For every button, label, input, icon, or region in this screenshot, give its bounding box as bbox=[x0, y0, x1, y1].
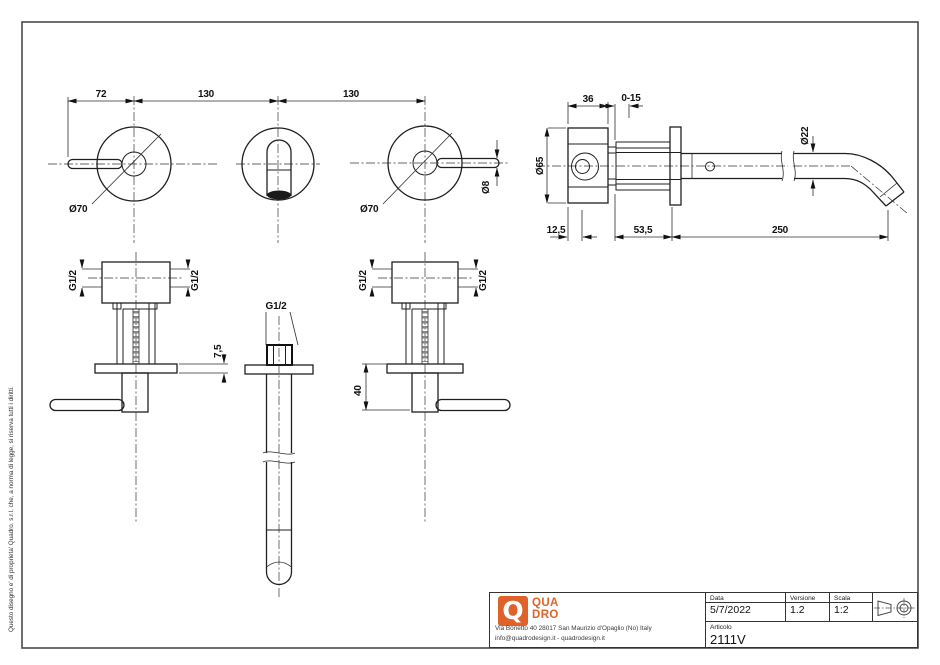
articolo-cell: Articolo 2111V bbox=[706, 622, 917, 647]
versione-label: Versione bbox=[786, 593, 829, 603]
valve-body-side bbox=[567, 127, 609, 204]
right-rosette bbox=[387, 125, 463, 201]
scala-value: 1:2 bbox=[834, 604, 849, 616]
address-line2: info@quadrodesign.it - quadrodesign.it bbox=[495, 635, 605, 643]
address-line1: Via Bonetto 40 28017 San Maurizio d'Opag… bbox=[495, 625, 652, 633]
articolo-label: Articolo bbox=[710, 624, 732, 631]
handle-hub bbox=[411, 372, 439, 413]
lever-rod bbox=[435, 398, 511, 412]
data-cell: Data 5/7/2022 bbox=[706, 593, 786, 621]
copyright-note: Questo disegno e' di proprieta' Quadro. … bbox=[8, 386, 15, 632]
logo-line2: DRO bbox=[532, 609, 559, 622]
valve-bottom-left-view: G1/2 G1/2 7,5 bbox=[49, 252, 228, 524]
dim-40: 40 bbox=[353, 385, 364, 396]
company-address: Via Bonetto 40 28017 San Maurizio d'Opag… bbox=[495, 624, 652, 644]
dim-130-b: 130 bbox=[343, 89, 360, 100]
set-screw bbox=[705, 161, 715, 172]
g12-label: G1/2 bbox=[68, 269, 79, 291]
versione-value: 1.2 bbox=[790, 604, 805, 616]
g12-label: G1/2 bbox=[358, 269, 369, 291]
dim-12-5: 12,5 bbox=[547, 225, 566, 236]
lever-rod bbox=[49, 398, 125, 412]
side-view: Ø22 36 0-15 Ø65 12,5 53,5 250 bbox=[535, 93, 909, 241]
spout-rosette bbox=[241, 127, 315, 201]
logo-line1: QUA bbox=[532, 597, 559, 609]
scala-cell: Scala 1:2 bbox=[830, 593, 873, 621]
dim-dia22: Ø22 bbox=[800, 126, 811, 145]
quadro-logo-icon: Q bbox=[498, 596, 528, 626]
quadro-logo-wordmark: QUA DRO bbox=[532, 597, 559, 622]
dim-0-15: 0-15 bbox=[621, 93, 641, 104]
wall-flange-side bbox=[669, 126, 682, 206]
thread-nut bbox=[266, 344, 293, 366]
spout-bend bbox=[844, 152, 905, 193]
left-rosette bbox=[96, 126, 172, 202]
dim-dia70-left: Ø70 bbox=[69, 204, 88, 215]
valve-top-body bbox=[391, 261, 459, 304]
dim-7-5: 7,5 bbox=[213, 344, 224, 358]
versione-cell: Versione 1.2 bbox=[786, 593, 830, 621]
front-view: 72 130 130 Ø70 Ø70 Ø8 bbox=[48, 89, 508, 243]
spout-bottom-view: G1/2 bbox=[244, 301, 314, 598]
first-angle-projection-icon bbox=[874, 597, 916, 618]
g12-label: G1/2 bbox=[266, 301, 288, 312]
spout-front bbox=[266, 139, 292, 196]
data-value: 5/7/2022 bbox=[710, 604, 751, 616]
dim-130-a: 130 bbox=[198, 89, 215, 100]
left-lever bbox=[67, 158, 123, 170]
data-label: Data bbox=[706, 593, 785, 603]
g12-label: G1/2 bbox=[478, 269, 489, 291]
handle-hub bbox=[121, 372, 149, 413]
title-block-company-cell: Q QUA DRO Via Bonetto 40 28017 San Mauri… bbox=[490, 593, 706, 647]
valve-bottom-right-view: G1/2 G1/2 40 bbox=[353, 252, 511, 524]
dim-dia70-right: Ø70 bbox=[360, 204, 379, 215]
right-lever bbox=[436, 157, 500, 169]
scala-label: Scala bbox=[830, 593, 872, 603]
dim-53-5: 53,5 bbox=[634, 225, 653, 236]
sheet-border-frame bbox=[21, 21, 919, 649]
dim-250: 250 bbox=[772, 225, 789, 236]
spout-tube-end bbox=[265, 571, 293, 586]
projection-symbol-cell bbox=[873, 593, 917, 621]
title-block: Q QUA DRO Via Bonetto 40 28017 San Mauri… bbox=[489, 592, 918, 648]
handle-end-circle bbox=[571, 152, 599, 181]
articolo-value: 2111V bbox=[710, 632, 746, 647]
valve-top-body bbox=[101, 261, 171, 304]
dim-dia8: Ø8 bbox=[481, 180, 492, 194]
spout-outlet-front bbox=[267, 190, 291, 200]
dim-72: 72 bbox=[96, 89, 107, 100]
escutcheon-flange bbox=[244, 364, 314, 375]
dim-36: 36 bbox=[583, 94, 594, 105]
dim-dia65: Ø65 bbox=[535, 156, 546, 175]
g12-label: G1/2 bbox=[190, 269, 201, 291]
